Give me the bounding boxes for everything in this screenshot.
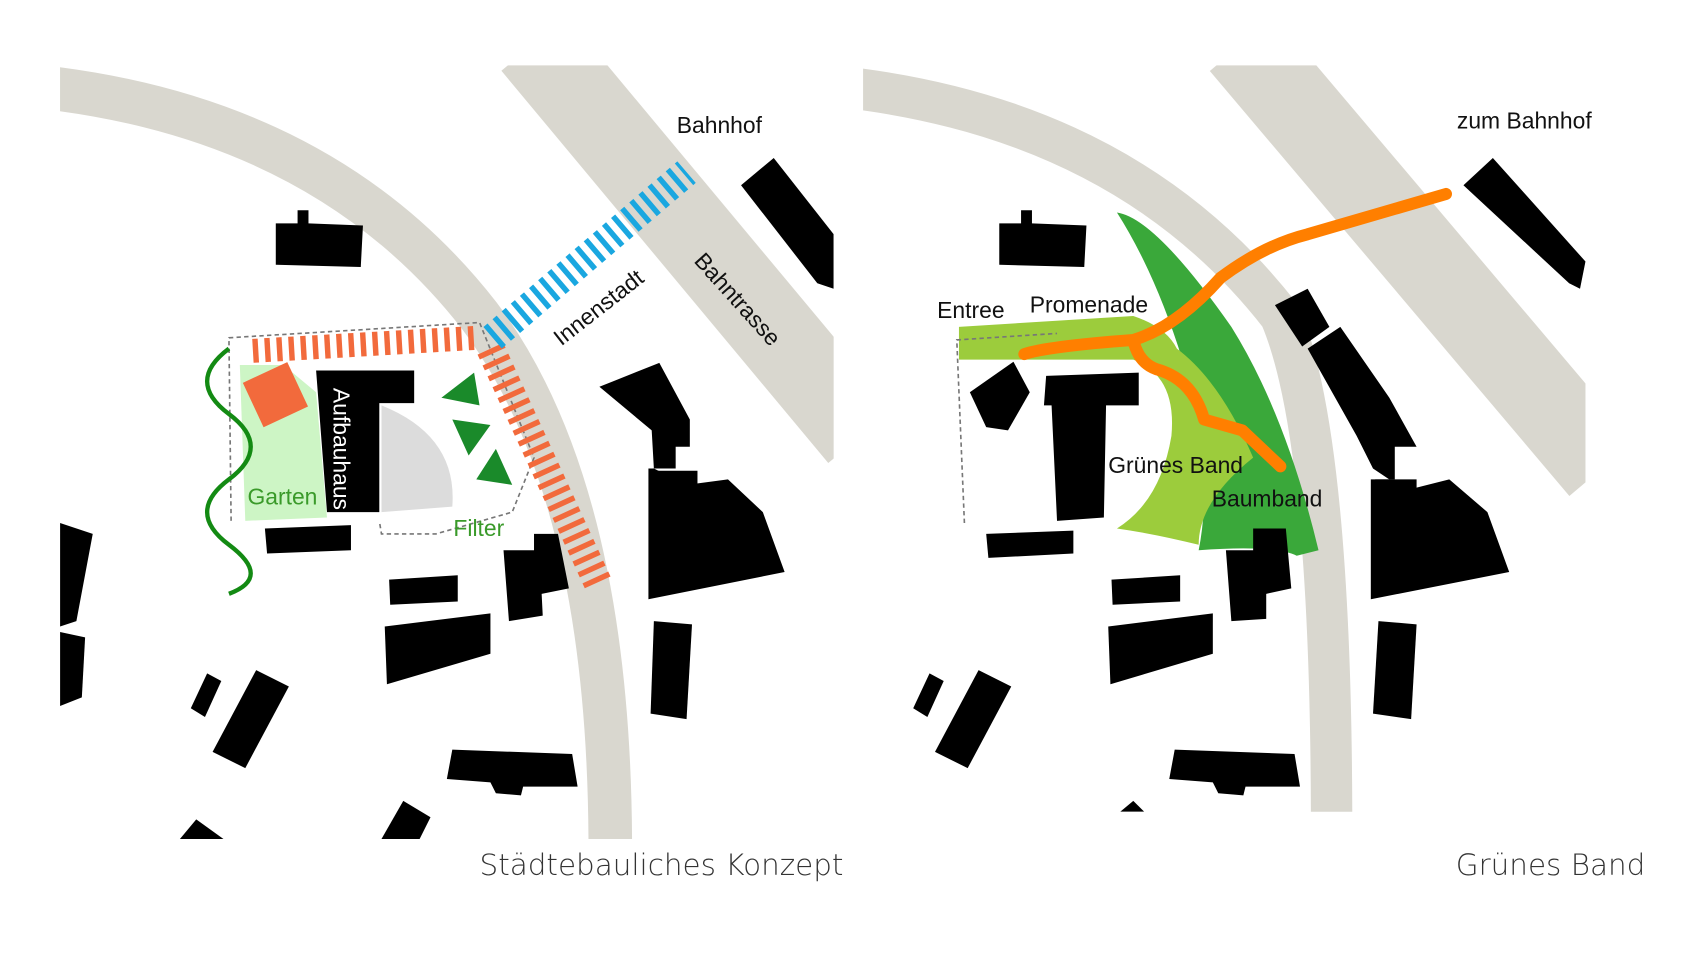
- garden-wave: [204, 346, 253, 596]
- rail-track: [1209, 65, 1586, 496]
- label-bahnhof: Bahnhof: [677, 112, 763, 138]
- label-entree: Entree: [937, 297, 1004, 323]
- site-boundary: [955, 332, 1058, 524]
- right-map: [863, 65, 1586, 812]
- baumband-area: [1116, 212, 1319, 556]
- caption-right: Grünes Band: [1456, 848, 1646, 882]
- orange-hatch-top: [252, 325, 479, 363]
- filter-triangles: [441, 372, 513, 485]
- ring-road: [863, 68, 1353, 812]
- buildings: [60, 157, 834, 839]
- rail-track: [501, 65, 834, 464]
- label-aufbauhaus: Aufbauhaus: [329, 388, 355, 510]
- orange-square: [242, 362, 309, 428]
- left-map: [60, 65, 834, 839]
- label-gruenes-band: Grünes Band: [1108, 452, 1243, 478]
- promenade-path: [1018, 187, 1452, 473]
- label-promenade: Promenade: [1030, 292, 1148, 318]
- caption-left: Städtebauliches Konzept: [480, 848, 844, 882]
- orange-hatch-diagonal: [477, 342, 613, 593]
- site-boundary: [228, 321, 535, 535]
- filter-area: [381, 405, 453, 513]
- buildings: [913, 157, 1586, 812]
- label-innenstadt: Innenstadt: [548, 264, 649, 351]
- label-baumband: Baumband: [1212, 486, 1323, 512]
- label-filter: Filter: [453, 515, 504, 541]
- ring-road: [60, 67, 633, 839]
- label-garten: Garten: [247, 483, 317, 509]
- label-zum-bahnhof: zum Bahnhof: [1457, 108, 1592, 134]
